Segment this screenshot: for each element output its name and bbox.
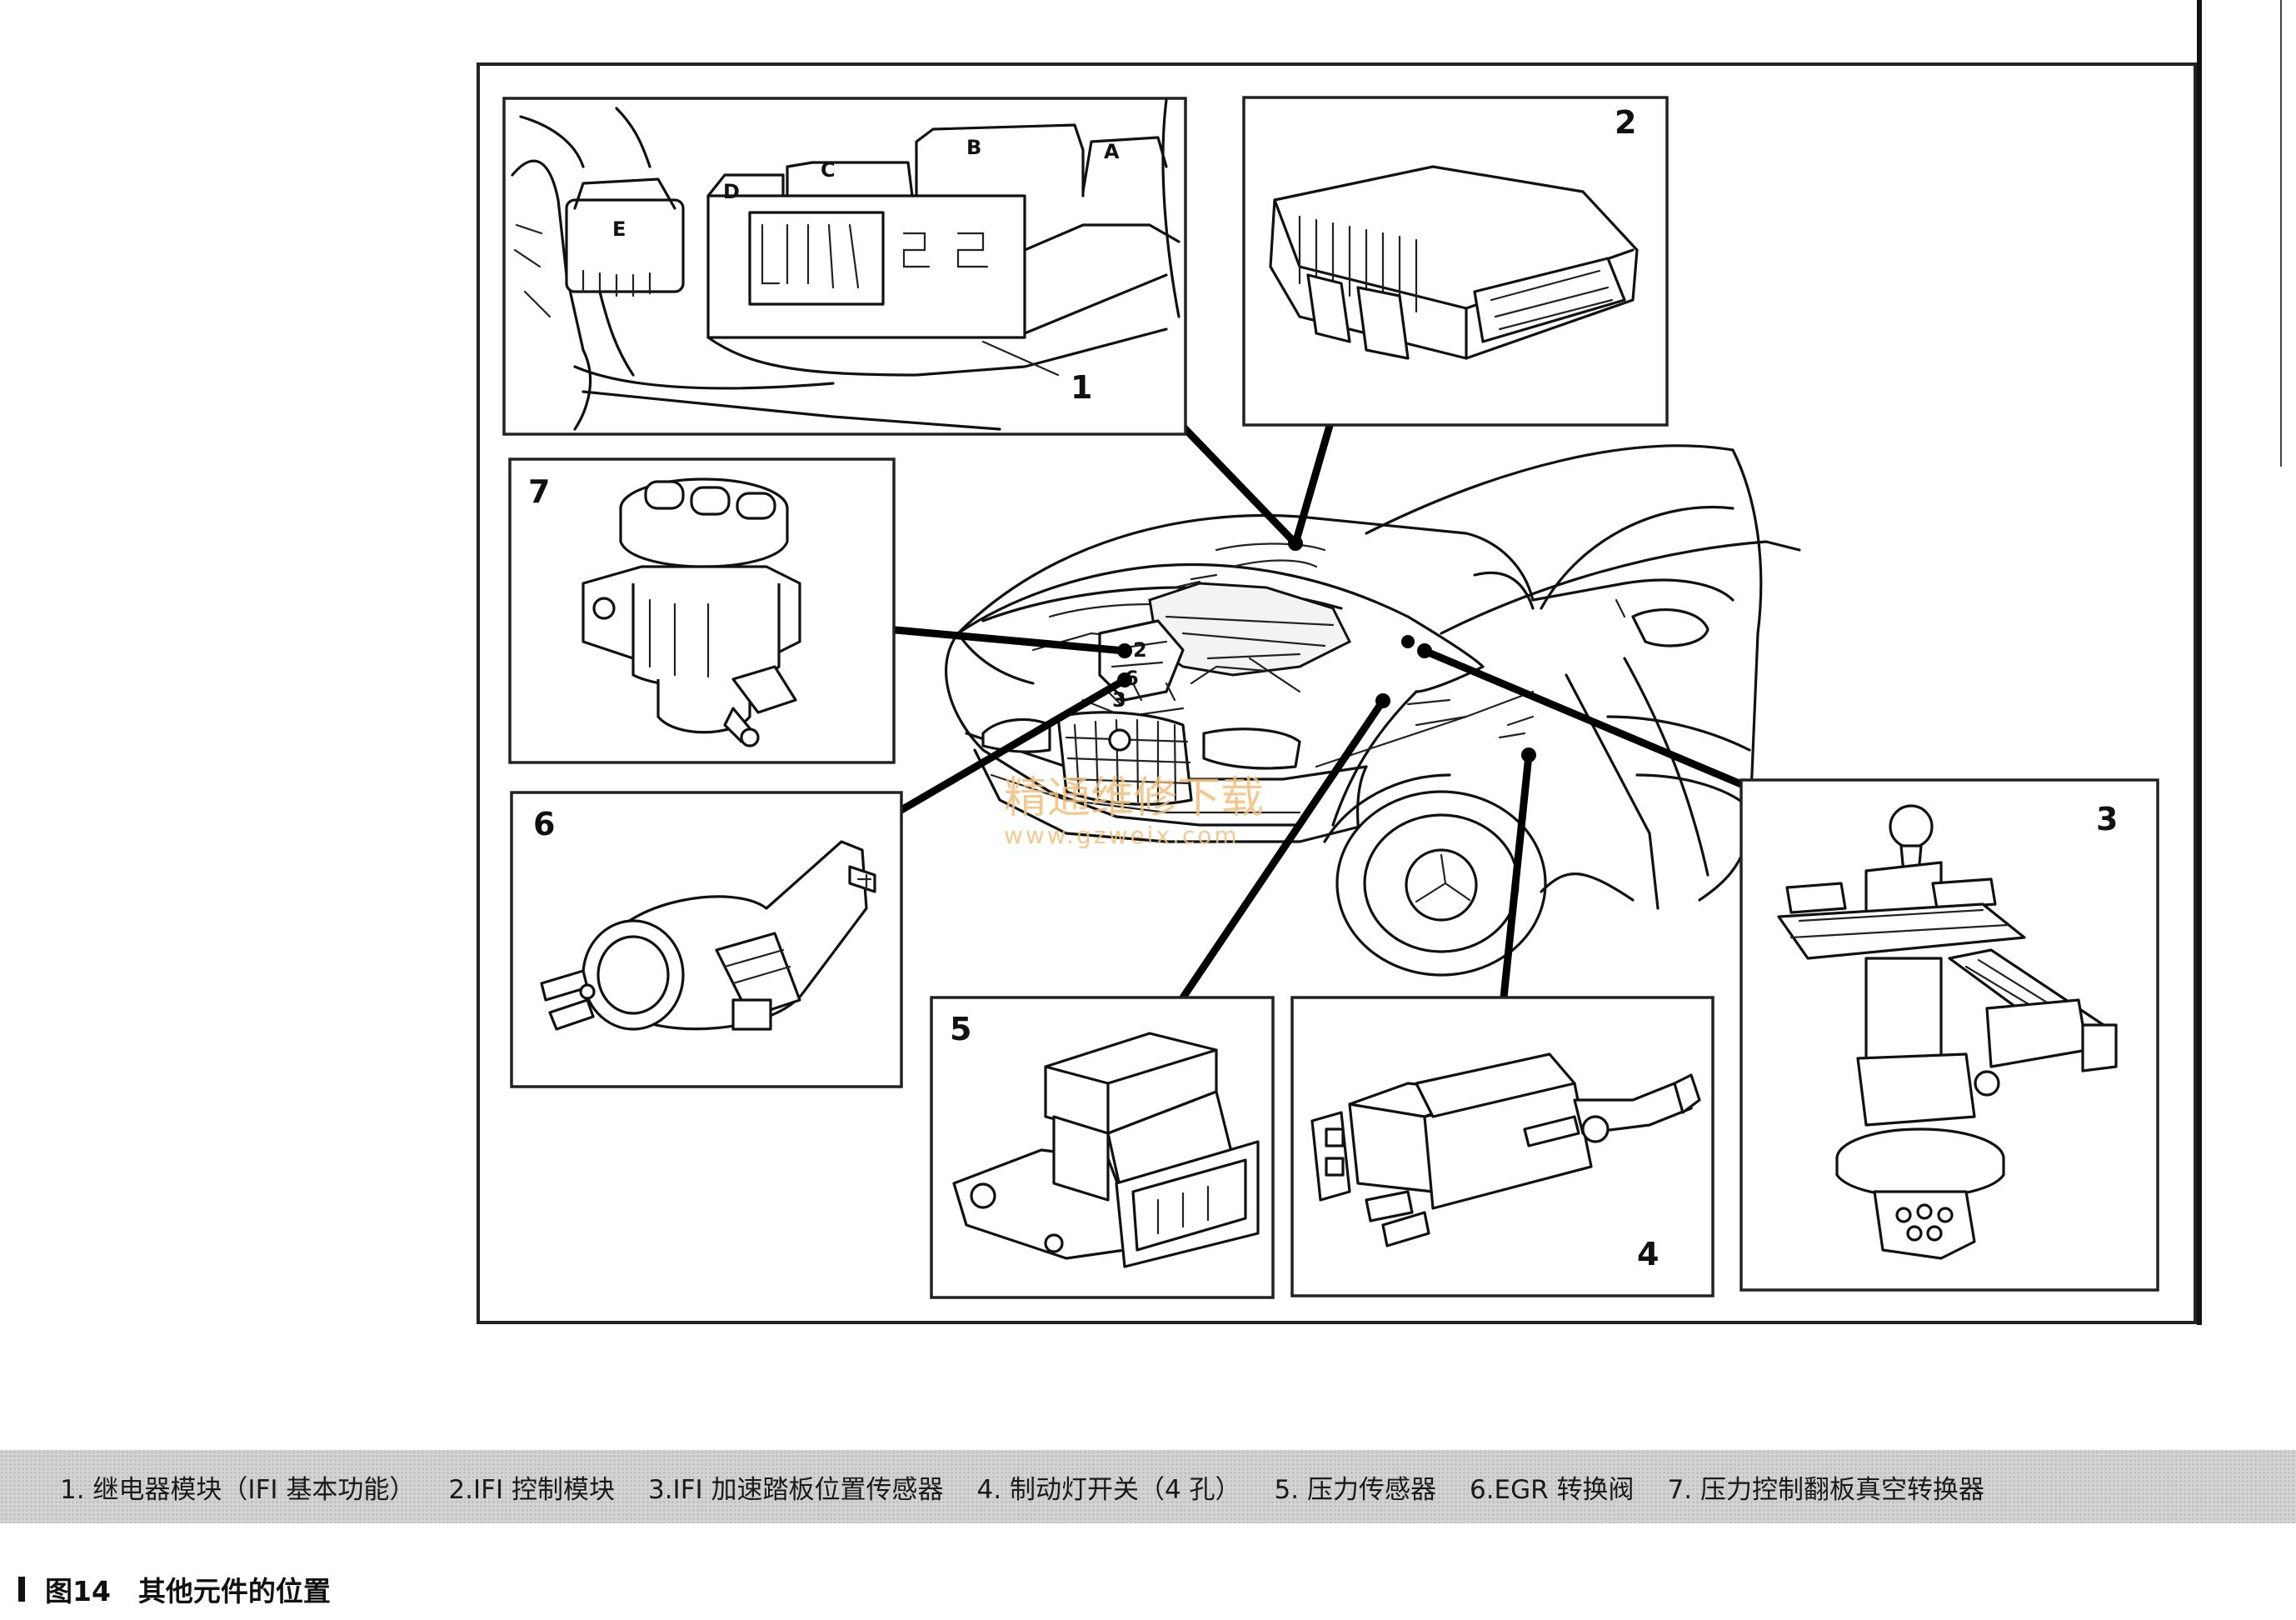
watermark: 精通维修下载 www.gzweix.com (1004, 773, 1264, 849)
legend-item-brake-switch: 4. 制动灯开关（4 孔） (976, 1474, 1241, 1505)
panel-5-pressure-sensor: 5 (930, 996, 1275, 1299)
panel-2-ifi-control-module: 2 (1242, 96, 1669, 427)
caption-text: 图14 其他元件的位置 (45, 1575, 331, 1608)
connector-label: B (966, 136, 981, 159)
outer-frame (477, 62, 2197, 1324)
panel-6-egr-valve: 6 (510, 791, 903, 1088)
callout-number: 2 (1615, 104, 1636, 141)
callout-number: 7 (528, 473, 550, 510)
callout-number: 4 (1637, 1236, 1659, 1272)
connector-label: D (723, 180, 740, 203)
figure-caption: 图14 其他元件的位置 (18, 1569, 331, 1609)
callout-number: 6 (533, 806, 555, 842)
callout-number: 3 (2096, 801, 2118, 838)
engine-marker-label: 3 (1112, 688, 1126, 712)
legend-strip: 1. 继电器模块（IFI 基本功能） 2.IFI 控制模块 3.IFI 加速踏板… (0, 1450, 2296, 1523)
legend-item-pedal-sensor: 3.IFI 加速踏板位置传感器 (647, 1474, 944, 1505)
car-illustration (945, 444, 1801, 977)
legend-item-ifi-control-module: 2.IFI 控制模块 (448, 1474, 615, 1505)
panel-7-vacuum-converter: 7 (508, 458, 896, 764)
engine-marker-label: 2 (1133, 638, 1147, 662)
callout-number: 5 (950, 1011, 971, 1048)
legend-item-vacuum-converter: 7. 压力控制翻板真空转换器 (1667, 1474, 1984, 1505)
panel-4-brake-switch: 4 (1290, 996, 1715, 1298)
panel-1-relay-module: E D C B A 1 (502, 97, 1187, 436)
svg-text:精通维修下载: 精通维修下载 (1004, 773, 1264, 823)
legend-item-pressure-sensor: 5. 压力传感器 (1274, 1474, 1436, 1505)
legend-item-egr-valve: 6.EGR 转换阀 (1469, 1474, 1635, 1505)
svg-text:www.gzweix.com: www.gzweix.com (1004, 822, 1240, 849)
connector-label: E (612, 218, 626, 241)
caption-marker (18, 1577, 25, 1602)
connector-label: C (821, 158, 836, 182)
legend-item-relay-module: 1. 继电器模块（IFI 基本功能） (60, 1474, 416, 1505)
pointer-lines (891, 410, 1745, 1002)
panel-3-pedal-sensor: 3 (1739, 778, 2159, 1292)
connector-label: A (1104, 140, 1120, 163)
callout-number: 1 (1071, 369, 1092, 406)
